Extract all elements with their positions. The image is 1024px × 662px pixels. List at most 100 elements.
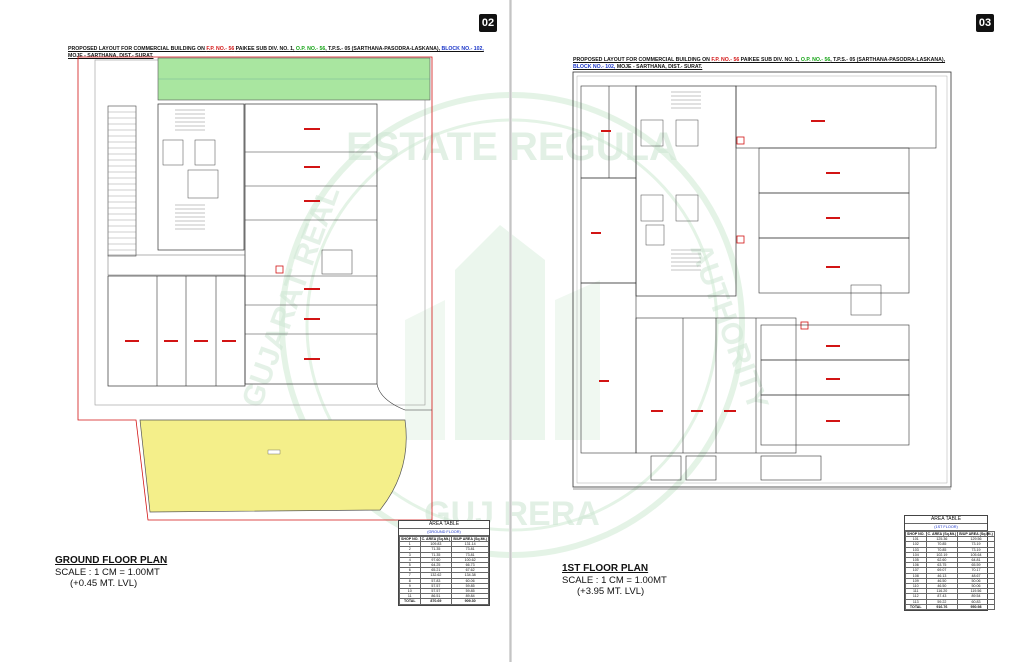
plot-boundary — [77, 56, 433, 521]
table-cell: 97.60 — [419, 556, 453, 564]
upper-right-shops — [735, 85, 937, 294]
balconies — [650, 455, 822, 481]
plan-scale: SCALE : 1 CM = 1.00MT — [55, 567, 160, 578]
core-rooms — [640, 119, 699, 246]
stair-block-right — [850, 284, 882, 316]
shop-area-labels — [591, 120, 840, 382]
area-table-caption: AREA TABLE — [905, 516, 987, 524]
left-sheet: 02 PROPOSED LAYOUT FOR COMMERCIAL BUILDI… — [0, 0, 510, 662]
table-cell: 105.64 — [957, 551, 995, 559]
table-cell: 86.51 — [419, 593, 453, 600]
area-table-header-cell: SHOP NO. — [399, 535, 421, 543]
title-op-no: O.P. NO.- 56 — [295, 46, 326, 52]
title-mid2: , T.P.S.- 05 (SARTHANA-PASODRA-LASKANA), — [830, 57, 946, 63]
area-table-header-cell: C. AREA (Sq.Mt.) — [925, 530, 959, 538]
title-mid1: PAIKEE SUB DIV. NO. 1, — [739, 57, 801, 63]
road-curve — [376, 383, 432, 411]
stair-treads — [175, 109, 205, 230]
title-mid2: , T.P.S.- 05 (SARTHANA-PASODRA-LASKANA), — [325, 46, 442, 52]
title-fp-no: F.P. NO.- 56 — [711, 57, 740, 63]
table-cell: 60.06 — [451, 577, 489, 584]
page-number-badge: 03 — [976, 14, 994, 32]
area-table-header-cell: B/UP AREA (Sq.Mt.) — [957, 530, 995, 538]
parking-band — [107, 254, 246, 276]
table-cell: 65.21 — [419, 567, 453, 574]
area-table: AREA TABLE (1ST FLOOR) SHOP NO.C. AREA (… — [904, 515, 995, 612]
table-cell: 102.19 — [925, 551, 959, 559]
parking-ramp — [107, 105, 137, 257]
right-sheet: 03 PROPOSED LAYOUT FOR COMMERCIAL BUILDI… — [511, 0, 1024, 662]
table-cell: 60.83 — [957, 598, 995, 605]
table-cell: 66.73 — [451, 561, 489, 569]
upper-left-shops — [580, 85, 637, 454]
table-cell: 59.85 — [451, 582, 489, 590]
first-floor-plan-drawing — [572, 71, 952, 490]
table-cell: 67.62 — [451, 567, 489, 574]
column-marker — [736, 136, 745, 145]
shop-partitions — [245, 151, 377, 335]
table-cell: 129.56 — [957, 536, 995, 543]
sheet-title: PROPOSED LAYOUT FOR COMMERCIAL BUILDING … — [68, 46, 484, 59]
table-cell: 73.81 — [451, 546, 489, 553]
plan-caption: 1ST FLOOR PLAN SCALE : 1 CM = 1.00MT (+3… — [562, 563, 667, 597]
table-cell: 46.13 — [925, 572, 959, 579]
table-cell: 70.85 — [925, 546, 959, 553]
column-marker — [736, 235, 745, 244]
plan-title: 1ST FLOOR PLAN — [562, 563, 649, 574]
lift-box — [194, 139, 216, 166]
table-cell: 50.06 — [957, 583, 995, 590]
area-table: AREA TABLE (GROUND FLOOR) SHOP NO.C. ARE… — [398, 520, 490, 606]
plan-title: GROUND FLOOR PLAN — [55, 555, 168, 566]
title-mid1: PAIKEE SUB DIV. NO. 1, — [234, 46, 296, 52]
area-table-subcaption: (GROUND FLOOR) — [399, 529, 489, 536]
table-cell: TOTAL — [399, 598, 421, 605]
table-cell: 109.83 — [419, 541, 453, 548]
table-cell: 87.43 — [925, 593, 959, 600]
title-block-no: BLOCK NO.- 102, — [441, 46, 484, 52]
table-cell: 132.62 — [419, 572, 453, 579]
table-cell: 65.59 — [957, 562, 995, 569]
table-cell: 57.57 — [419, 582, 453, 590]
area-table-header-cell: B/UP AREA (Sq.Mt.) — [451, 535, 489, 543]
ramp-hatch — [108, 111, 136, 251]
title-fp-no: F.P. NO.- 56 — [206, 46, 235, 52]
table-cell: 119.56 — [957, 588, 995, 595]
table-cell: 46.50 — [925, 583, 959, 590]
toilet-block — [187, 169, 219, 199]
table-cell: 73.19 — [957, 541, 995, 548]
plan-scale: SCALE : 1 CM = 1.00MT — [562, 575, 667, 586]
table-cell: 57.57 — [419, 588, 453, 595]
shop-row-partitions — [156, 276, 217, 386]
title-prefix: PROPOSED LAYOUT FOR COMMERCIAL BUILDING … — [573, 57, 712, 63]
stair-treads — [671, 91, 701, 271]
table-cell: 116.20 — [925, 588, 959, 595]
table-cell: 950.98 — [957, 603, 995, 611]
ground-floor-plan-drawing — [77, 56, 433, 521]
bottom-shop-labels — [125, 340, 236, 342]
area-table-header: SHOP NO.C. AREA (Sq.Mt.)B/UP AREA (Sq.Mt… — [399, 535, 489, 543]
table-cell: 125.36 — [925, 536, 959, 543]
table-cell: 48.67 — [957, 572, 995, 579]
table-cell: 71.35 — [419, 551, 453, 558]
table-cell: 89.84 — [451, 593, 489, 600]
area-table-header-cell: SHOP NO. — [905, 530, 927, 538]
table-cell: 57.83 — [419, 577, 453, 584]
table-cell: 909.30 — [451, 598, 489, 605]
